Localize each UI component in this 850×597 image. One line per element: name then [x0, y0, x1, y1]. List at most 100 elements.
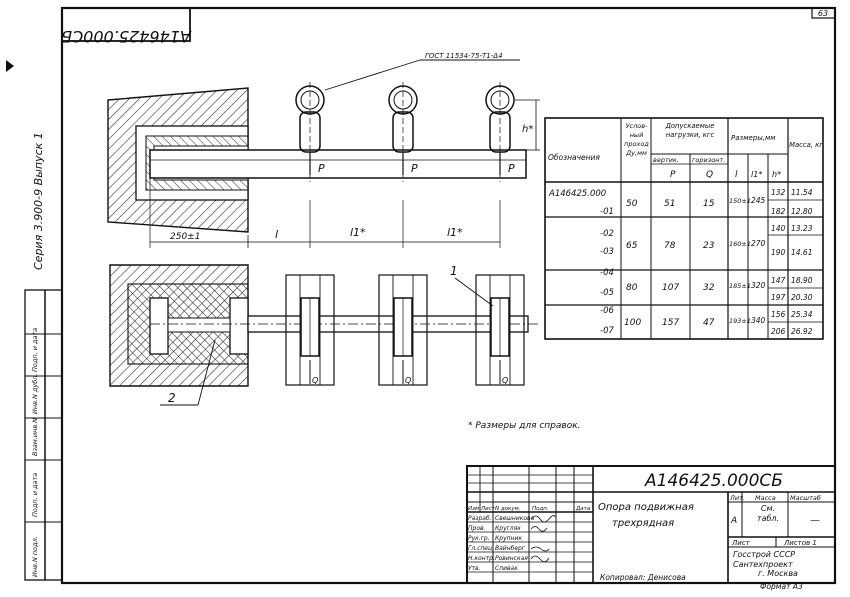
format-label: Формат А3 [760, 582, 803, 591]
lit-value: А [730, 516, 737, 526]
dim-l: l [275, 228, 278, 241]
table-sub-l1: l1* [751, 170, 762, 179]
row-designation-0: A146425.000 [548, 189, 606, 199]
staff-role-0: Разраб. [468, 515, 492, 522]
table-col-loads: Допускаемые нагрузки, кгс [665, 122, 715, 139]
load-label-2: P [411, 162, 418, 175]
row-mass-7: 26.92 [791, 327, 813, 336]
margin-label-4: Инв.N дубл. [31, 373, 39, 414]
title-block [466, 465, 836, 584]
staff-role-4: Н.контр. [468, 555, 495, 562]
lit-header: Лит. [729, 494, 745, 502]
mirrored-code-box [61, 7, 191, 42]
callout-1-leader [454, 277, 494, 307]
callout-2-leader [197, 339, 216, 406]
tb-header-doc: N докум. [495, 506, 521, 512]
table-sub-p: P [670, 170, 676, 180]
group-p-0: 51 [664, 199, 675, 209]
row-mass-1: 12.80 [791, 207, 813, 216]
signature-2 [530, 526, 548, 532]
reference-note: * Размеры для справок. [468, 421, 581, 431]
callout-1: 1 [450, 264, 458, 278]
margin-label-5: Подп. и дата [31, 328, 39, 372]
gost-note: ГОСТ 11534-75-Т1-Δ4 [425, 52, 503, 60]
row-designation-4: -04 [600, 268, 614, 278]
mass-header: Масса [755, 494, 776, 502]
table-sub-h: h* [772, 170, 781, 179]
signature-1 [530, 515, 556, 523]
row-mass-0: 11.54 [791, 188, 813, 197]
tb-header-list: Лист [480, 506, 496, 512]
staff-role-3: Гл.спец. [468, 545, 494, 552]
row-h-3: 190 [771, 248, 786, 257]
q-label-1: Q [312, 376, 318, 385]
group-p-3: 157 [662, 318, 679, 328]
table-sub-l: l [735, 170, 738, 180]
group-q-2: 32 [703, 283, 715, 293]
title-line-2: трехрядная [612, 518, 674, 529]
margin-label-1: Инв.N подл. [31, 536, 39, 577]
row-h-6: 156 [771, 310, 786, 319]
row-mass-2: 13.23 [791, 224, 813, 233]
org-line-1: Госстрой СССР [733, 550, 795, 559]
series-label: Серия 3.900-9 Выпуск 1 [32, 132, 45, 270]
org-line-3: г. Москва [758, 569, 798, 578]
group-l-0: 150±1 [729, 197, 751, 205]
group-q-0: 15 [703, 199, 715, 209]
row-designation-3: -03 [600, 247, 614, 257]
table-col-horiz: горизонт. [692, 156, 725, 164]
tb-header-date: Дата [575, 506, 591, 512]
row-mass-3: 14.61 [791, 248, 812, 257]
table-col-mass: Масса, кг [789, 141, 823, 149]
row-h-1: 182 [771, 207, 786, 216]
plan-clamp-1 [285, 274, 335, 386]
plan-clamp-3 [475, 274, 525, 386]
margin-label-2: Подп. и дата [31, 473, 39, 517]
table-col-designation: Обозначения [548, 153, 600, 162]
load-label-1: P [318, 162, 325, 175]
row-mass-6: 25.34 [791, 310, 813, 319]
row-h-2: 140 [771, 224, 786, 233]
row-h-7: 206 [771, 327, 786, 336]
scale-value: — [810, 515, 820, 526]
row-designation-6: -06 [600, 306, 614, 316]
page-number-box [811, 7, 836, 19]
dim-l1-a: l1* [350, 226, 366, 239]
group-dn-1: 65 [626, 241, 638, 251]
group-q-1: 23 [703, 241, 715, 251]
staff-role-1: Пров. [468, 525, 486, 532]
tb-header-sign: Подп. [532, 506, 549, 512]
scale-header: Масштаб [790, 494, 821, 502]
staff-role-5: Утв. [468, 565, 481, 572]
spec-table [544, 117, 824, 340]
group-dn-0: 50 [626, 199, 638, 209]
q-label-2: Q [405, 376, 411, 385]
staff-name-5: Спивак [495, 565, 518, 572]
mirrored-doc-code: A146425.000СБ [61, 27, 192, 46]
group-l1-0: 245 [751, 196, 766, 205]
copied-by: Копировал: Денисова [600, 573, 686, 582]
group-l1-1: 270 [751, 239, 766, 248]
staff-role-2: Рук.гр. [468, 535, 490, 542]
group-l-3: 193±1 [729, 317, 751, 325]
row-designation-5: -05 [600, 288, 614, 298]
row-designation-1: -01 [600, 207, 614, 217]
staff-name-4: Ровинская [495, 555, 528, 562]
sheet-marker [6, 60, 14, 72]
group-l1-3: 340 [751, 316, 766, 325]
sheet-label: Лист [731, 539, 751, 547]
group-l-2: 185±1 [729, 282, 751, 290]
page-number: 63 [818, 9, 828, 18]
sheets-label: Листов 1 [783, 539, 817, 547]
table-sub-q: Q [706, 170, 713, 180]
group-p-1: 78 [664, 241, 676, 251]
row-designation-7: -07 [600, 326, 614, 336]
staff-name-1: Кругляк [495, 525, 521, 532]
dim-base: 250±1 [170, 232, 200, 242]
dim-h: h* [522, 124, 533, 135]
plan-clamp-2 [378, 274, 428, 386]
staff-name-2: Крупник [495, 535, 522, 542]
row-h-4: 147 [771, 276, 786, 285]
